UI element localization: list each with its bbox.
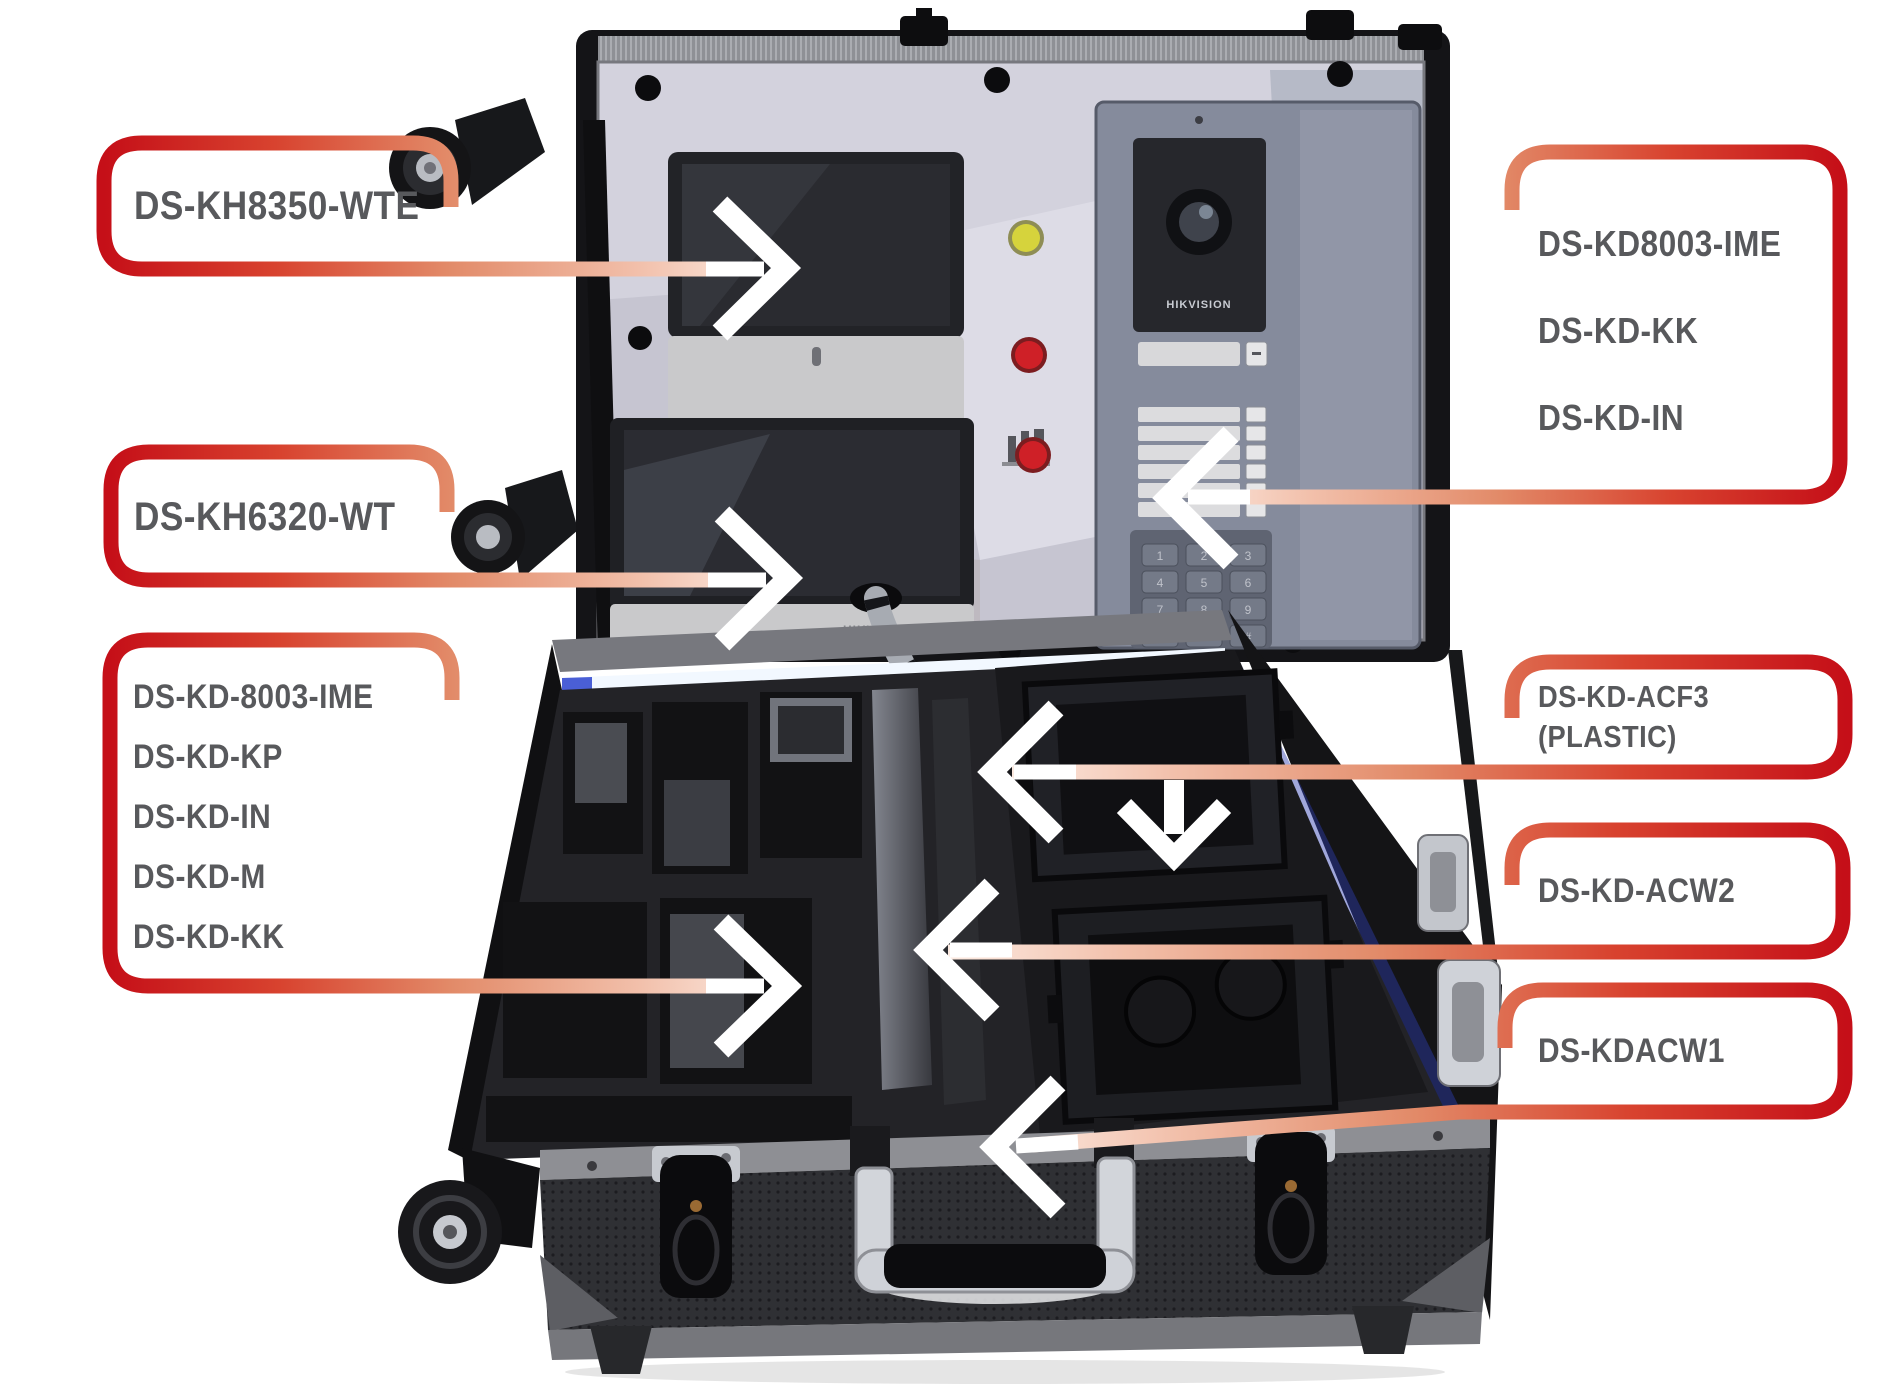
- accessory-panel-standing: [872, 688, 932, 1090]
- callout-label-acw2: DS-KD-ACW2: [1538, 830, 1762, 952]
- call-button: [1138, 407, 1240, 422]
- keypad-key-label: 9: [1245, 603, 1252, 617]
- product-code: DS-KH6320-WT: [134, 495, 396, 539]
- lid-clamp: [900, 16, 948, 46]
- door-station-brand-text: HIKVISION: [1166, 299, 1231, 311]
- callout-frame-acf3: [1012, 654, 1853, 780]
- base-rim-aluminum: [552, 610, 1232, 672]
- latch-lock: [1285, 1180, 1297, 1192]
- corner-protector: [1402, 1238, 1490, 1313]
- product-code: DS-KH8350-WTE: [134, 183, 420, 228]
- callout-label-kd-panel: DS-KD8003-IME DS-KD-KK DS-KD-IN: [1538, 152, 1815, 545]
- side-latch-bracket: [1437, 959, 1501, 1087]
- callout-annotations: [96, 135, 1853, 1219]
- callout-label-acf3: DS-KD-ACF3 (PLASTIC): [1538, 662, 1732, 772]
- keypad-key-label: #: [1245, 630, 1252, 644]
- keypad-key-label: 1: [1157, 549, 1164, 563]
- product-code: DS-KD-M: [133, 858, 266, 896]
- keypad-key: [1185, 570, 1223, 594]
- callout-frame-kh6320: [103, 444, 760, 588]
- demo-case: HIKVISION: [389, 8, 1502, 1384]
- case-foot: [1352, 1306, 1414, 1354]
- indoor-monitor-kh8350: [668, 152, 964, 438]
- keypad-key-label: 8: [1201, 603, 1208, 617]
- product-code: DS-KD-KP: [133, 738, 283, 776]
- latch-lock: [690, 1200, 702, 1212]
- call-button-small: [1245, 406, 1267, 423]
- lid-top-aluminum-strip: [598, 36, 1424, 64]
- arrow-to-acw1: [979, 1075, 1066, 1219]
- callout-label-acw1: DS-KDACW1: [1538, 990, 1750, 1112]
- callout-frame-acw2: [948, 822, 1851, 960]
- keypad-key-label: 5: [1201, 576, 1208, 590]
- call-button-small: [1245, 425, 1267, 442]
- product-code: DS-KD-8003-IME: [133, 678, 374, 716]
- arrow-to-kh8350: [712, 196, 802, 341]
- callout-frame-kd-kit: [102, 632, 758, 994]
- keypad-key-label: 2: [1201, 549, 1208, 563]
- demo-button-red: [1015, 437, 1051, 473]
- callout-frame-acw1: [1031, 982, 1853, 1153]
- callout-frame-kh8350: [96, 135, 758, 277]
- caster-wheel-bottom-left: [398, 1148, 540, 1284]
- keypad-key: [1229, 597, 1267, 621]
- keypad-key-label: 3: [1245, 549, 1252, 563]
- product-code: DS-KD-KK: [1538, 310, 1699, 351]
- lid-stay-strap-right: [1448, 650, 1500, 988]
- product-code: DS-KD-KK: [133, 918, 285, 956]
- arrow-to-acw2: [913, 878, 1000, 1022]
- arrow-to-acf3-slot: [977, 700, 1064, 844]
- case-shadow: [565, 1360, 1445, 1384]
- keypad-key: [1141, 543, 1179, 567]
- front-latch: [1247, 1126, 1335, 1275]
- monitor-speaker-bar: [668, 336, 964, 438]
- mounting-bracket-acw: [1047, 894, 1345, 1125]
- arrow-down-to-compartment: [1116, 798, 1232, 872]
- arrow-to-foam-kit: [713, 914, 803, 1058]
- callout-frame-kd-panel: [1240, 144, 1848, 505]
- lid-clamp: [1306, 10, 1354, 40]
- call-button-small: [1245, 444, 1267, 461]
- front-latch: [652, 1146, 740, 1298]
- demo-button-red: [1011, 337, 1047, 373]
- keypad-key: [1141, 570, 1179, 594]
- call-button-small: [1245, 463, 1267, 480]
- product-code: DS-KD-ACW2: [1538, 871, 1736, 910]
- demo-button-yellow: [1008, 220, 1044, 256]
- arrow-to-kh6320: [714, 506, 804, 651]
- keypad-key-label: 7: [1157, 603, 1164, 617]
- side-latch-bracket: [1417, 834, 1469, 932]
- lid-hinge: [1398, 24, 1442, 50]
- product-code: DS-KDACW1: [1538, 1031, 1725, 1070]
- product-code: DS-KD-ACF3: [1538, 679, 1710, 714]
- callout-label-kd-kit: DS-KD-8003-IME DS-KD-KP DS-KD-IN DS-KD-M…: [133, 640, 406, 1013]
- corner-protector: [540, 1255, 618, 1331]
- callout-label-kh6320: DS-KH6320-WT: [134, 452, 431, 583]
- product-code: DS-KD-IN: [133, 798, 272, 836]
- product-code: (PLASTIC): [1538, 719, 1677, 754]
- bottom-trim: [548, 1312, 1482, 1360]
- keypad-key-label: 4: [1157, 576, 1164, 590]
- arrow-to-door-station: [1152, 426, 1239, 570]
- arrow-shaft-white: [1015, 1134, 1079, 1154]
- carry-handle: [850, 1118, 1136, 1304]
- door-station-nametag: [1138, 341, 1268, 367]
- indoor-monitor-kh6320: HIKVISION: [610, 418, 974, 652]
- product-code: DS-KD8003-IME: [1538, 223, 1782, 264]
- case-front-face: [540, 1148, 1490, 1330]
- case-foot: [590, 1326, 652, 1374]
- product-code: DS-KD-IN: [1538, 397, 1685, 438]
- caster-wheel-mid-left: [451, 470, 578, 580]
- handle-grip: [884, 1244, 1106, 1288]
- keypad-key-label: 6: [1245, 576, 1252, 590]
- callout-label-kh8350: DS-KH8350-WTE: [134, 143, 458, 269]
- keypad-key: [1229, 570, 1267, 594]
- door-station-camera-module: HIKVISION: [1133, 138, 1266, 332]
